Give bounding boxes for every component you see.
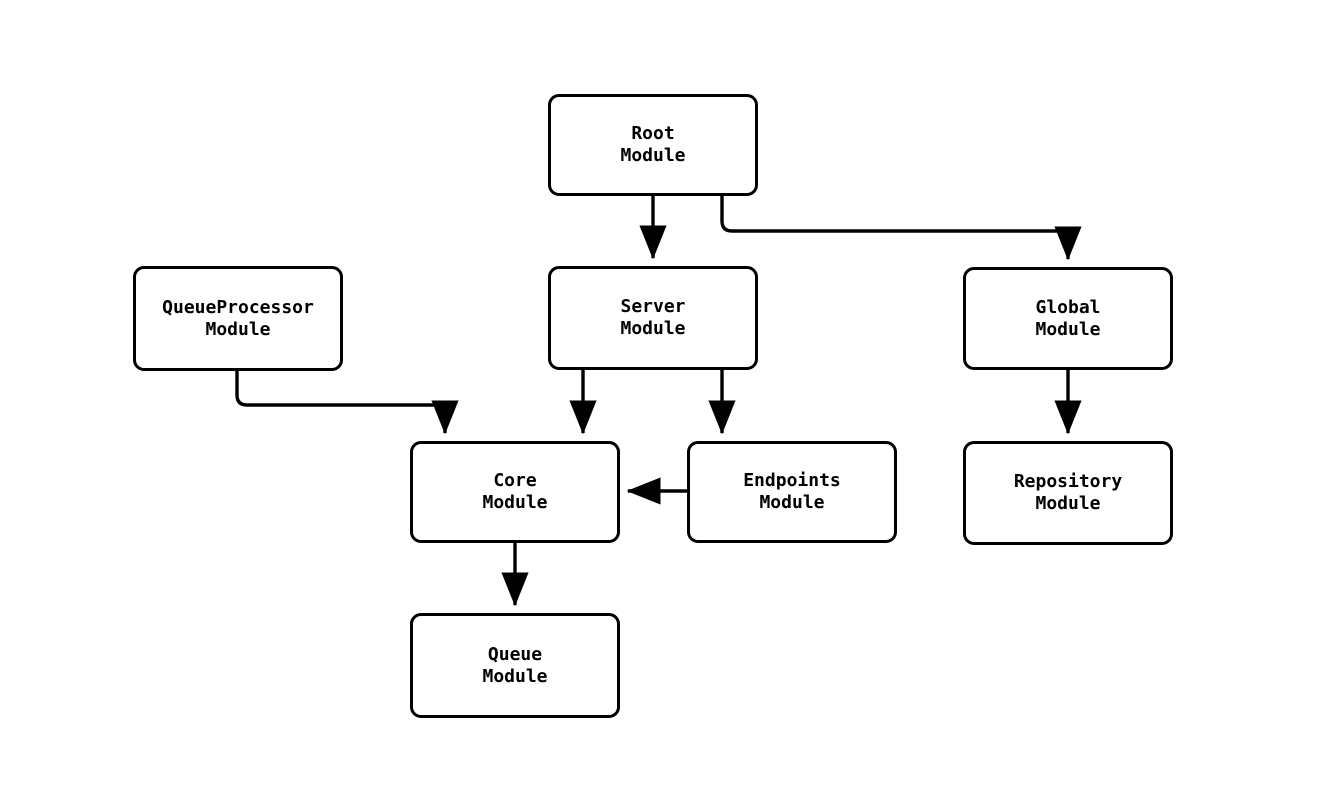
node-core-module[interactable]: Core Module — [410, 441, 620, 543]
edges-group — [235, 196, 1082, 607]
node-queue-module[interactable]: Queue Module — [410, 613, 620, 718]
node-label: Endpoints Module — [743, 470, 841, 513]
node-label: Root Module — [620, 123, 686, 166]
node-label: Queue Module — [482, 643, 548, 687]
node-label: Global Module — [1035, 296, 1101, 340]
edge-queueprocessor-to-core — [235, 371, 459, 435]
node-label: Repository Module — [1013, 471, 1123, 514]
node-queueprocessor-module[interactable]: QueueProcessor Module — [133, 266, 343, 371]
node-server-module[interactable]: Server Module — [548, 266, 758, 370]
node-label: Server Module — [620, 296, 686, 339]
node-label: Core Module — [482, 470, 548, 513]
node-endpoints-module[interactable]: Endpoints Module — [687, 441, 897, 543]
node-label: QueueProcessor Module — [162, 296, 314, 340]
node-global-module[interactable]: Global Module — [963, 267, 1173, 370]
edge-root-to-global — [720, 196, 1082, 261]
node-repository-module[interactable]: Repository Module — [963, 441, 1173, 545]
node-root-module[interactable]: Root Module — [548, 94, 758, 196]
